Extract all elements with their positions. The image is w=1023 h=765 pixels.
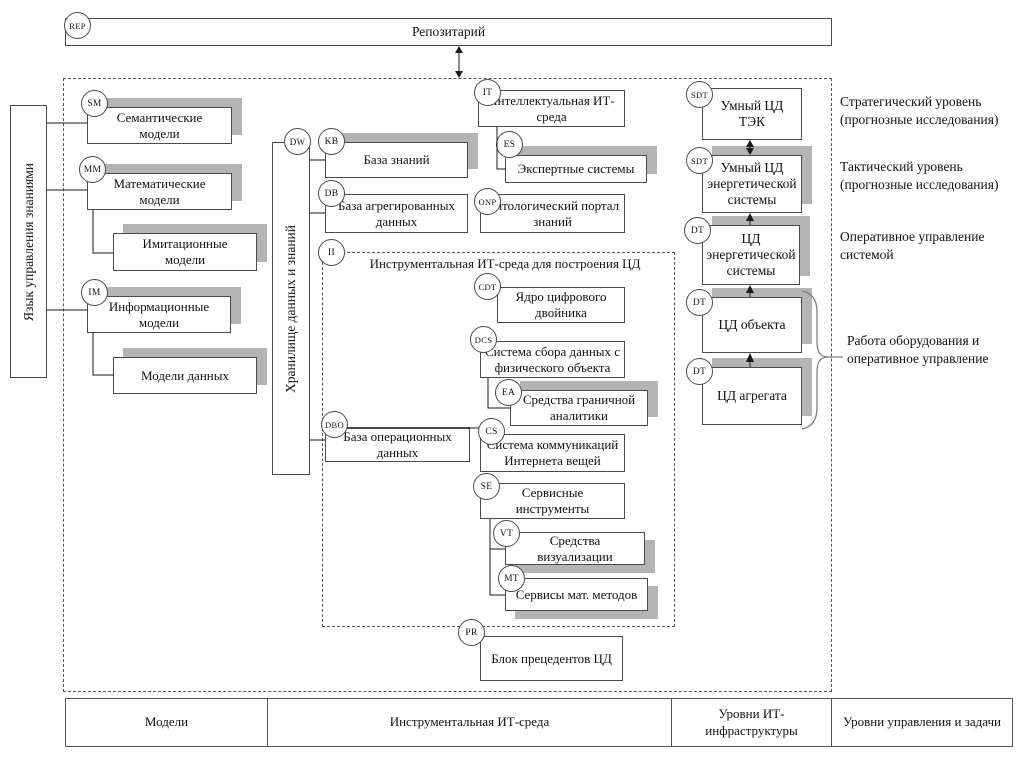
semantic-models-box: Семантические модели <box>87 107 232 144</box>
iot-comm-label: Система коммуникаций Интернета вещей <box>486 437 619 468</box>
main-container-frame <box>63 78 832 692</box>
twin-energy-system-label: ЦД энергетической системы <box>706 230 796 279</box>
warehouse-box: Хранилище данных и знаний <box>272 142 310 475</box>
knowledge-base-label: База знаний <box>363 152 430 168</box>
badge-pr: PR <box>458 619 485 646</box>
data-models-label: Модели данных <box>141 367 229 383</box>
expert-systems-label: Экспертные системы <box>517 161 635 177</box>
level-equipment-label: Работа оборудования и оперативное управл… <box>847 333 989 366</box>
footer-cell-models: Модели <box>65 698 268 747</box>
footer-cell-infrastructure: Уровни ИТ-инфраструктуры <box>671 698 832 747</box>
ontology-portal-box: Онтологический портал знаний <box>480 194 625 233</box>
precedents-box: Блок прецедентов ЦД <box>480 636 623 681</box>
footer-management-label: Уровни управления и задачи <box>843 714 1001 730</box>
twin-object-label: ЦД объекта <box>718 316 786 332</box>
semantic-models-label: Семантические модели <box>116 109 203 141</box>
badge-dt-4: DT <box>686 289 713 316</box>
intellectual-it-label: Интеллектуальная ИТ-среда <box>488 92 615 124</box>
badge-se: SE <box>473 473 500 500</box>
level-operational-label: Оперативное управление системой <box>840 229 985 262</box>
twin-smart-energy-label: Умный ЦД энергетической системы <box>707 159 797 208</box>
operational-db-label: База операционных данных <box>343 429 452 460</box>
edge-analytics-label: Средства граничной аналитики <box>522 392 636 423</box>
level-tactical-label: Тактический уровень (прогнозные исследов… <box>840 159 999 192</box>
knowledge-base-box: База знаний <box>325 142 468 178</box>
expert-systems-box: Экспертные системы <box>505 155 647 183</box>
intellectual-it-box: Интеллектуальная ИТ-среда <box>478 90 625 127</box>
twin-energy-system-box: ЦД энергетической системы <box>702 225 800 285</box>
level-strategic-label: Стратегический уровень (прогнозные иссле… <box>840 94 999 127</box>
badge-dw: DW <box>284 128 311 155</box>
badge-dbo: DBO <box>321 411 348 438</box>
twin-smart-tek-label: Умный ЦД ТЭК <box>720 97 784 129</box>
repository-box: Репозитарий <box>65 18 832 46</box>
information-models-label: Информационные модели <box>108 298 210 330</box>
service-tools-box: Сервисные инструменты <box>480 483 625 519</box>
badge-dt-3: DT <box>684 217 711 244</box>
badge-onp: ONP <box>474 188 501 215</box>
twin-aggregate-box: ЦД агрегата <box>702 367 802 425</box>
badge-dt-5: DT <box>686 358 713 385</box>
twin-smart-tek-box: Умный ЦД ТЭК <box>702 88 802 140</box>
mathematical-models-box: Математические модели <box>87 173 232 210</box>
badge-ii: II <box>318 239 345 266</box>
data-collection-box: Система сбора данных с физического объек… <box>480 341 625 378</box>
twin-smart-energy-box: Умный ЦД энергетической системы <box>702 155 802 213</box>
badge-rep: REP <box>64 12 91 39</box>
badge-cs: CS <box>478 418 505 445</box>
simulation-models-box: Имитационные модели <box>113 233 257 271</box>
footer-models-label: Модели <box>144 714 189 730</box>
knowledge-language-label: Язык управления знаниями <box>20 162 36 321</box>
aggregated-db-box: База агрегированных данных <box>325 194 468 233</box>
badge-ea: EA <box>495 379 522 406</box>
edge-analytics-box: Средства граничной аналитики <box>510 390 648 426</box>
data-collection-label: Система сбора данных с физического объек… <box>484 343 621 375</box>
math-services-box: Сервисы мат. методов <box>505 578 648 611</box>
aggregated-db-label: База агрегированных данных <box>338 197 455 229</box>
repository-label: Репозитарий <box>411 23 486 39</box>
badge-cdt: CDT <box>474 273 501 300</box>
badge-db: DB <box>318 180 345 207</box>
badge-sdt-1: SDT <box>686 81 713 108</box>
iot-comm-box: Система коммуникаций Интернета вещей <box>480 434 625 472</box>
instrumental-env-title: Инструментальная ИТ-среда для построения… <box>369 256 641 271</box>
digital-twin-core-box: Ядро цифрового двойника <box>497 287 625 323</box>
badge-es: ES <box>496 131 523 158</box>
badge-sm: SM <box>81 90 108 117</box>
badge-im: IM <box>81 279 108 306</box>
information-models-box: Информационные модели <box>87 296 231 333</box>
footer-infrastructure-label: Уровни ИТ-инфраструктуры <box>705 706 798 738</box>
badge-mm: MM <box>79 156 106 183</box>
digital-twin-core-label: Ядро цифрового двойника <box>515 289 607 320</box>
simulation-models-label: Имитационные модели <box>142 236 228 267</box>
footer-instrumental-label: Инструментальная ИТ-среда <box>389 714 550 730</box>
mathematical-models-label: Математические модели <box>113 175 206 207</box>
badge-sdt-2: SDT <box>686 147 713 174</box>
twin-object-box: ЦД объекта <box>702 297 802 353</box>
visualization-label: Средства визуализации <box>537 532 613 564</box>
data-models-box: Модели данных <box>113 357 257 394</box>
badge-dcs: DCS <box>470 326 497 353</box>
footer-cell-instrumental: Инструментальная ИТ-среда <box>267 698 672 747</box>
warehouse-label: Хранилище данных и знаний <box>283 224 298 393</box>
knowledge-language-box: Язык управления знаниями <box>10 105 47 378</box>
badge-mt: MT <box>498 565 525 592</box>
twin-aggregate-label: ЦД агрегата <box>717 387 787 403</box>
precedents-label: Блок прецедентов ЦД <box>491 650 612 666</box>
service-tools-label: Сервисные инструменты <box>515 485 590 516</box>
footer-cell-management: Уровни управления и задачи <box>831 698 1013 747</box>
math-services-label: Сервисы мат. методов <box>515 586 638 602</box>
operational-db-box: База операционных данных <box>325 427 470 462</box>
visualization-box: Средства визуализации <box>505 532 645 565</box>
badge-it: IT <box>474 79 501 106</box>
ontology-portal-label: Онтологический портал знаний <box>485 197 620 229</box>
badge-vt: VT <box>493 520 520 547</box>
badge-kb: KB <box>318 128 345 155</box>
